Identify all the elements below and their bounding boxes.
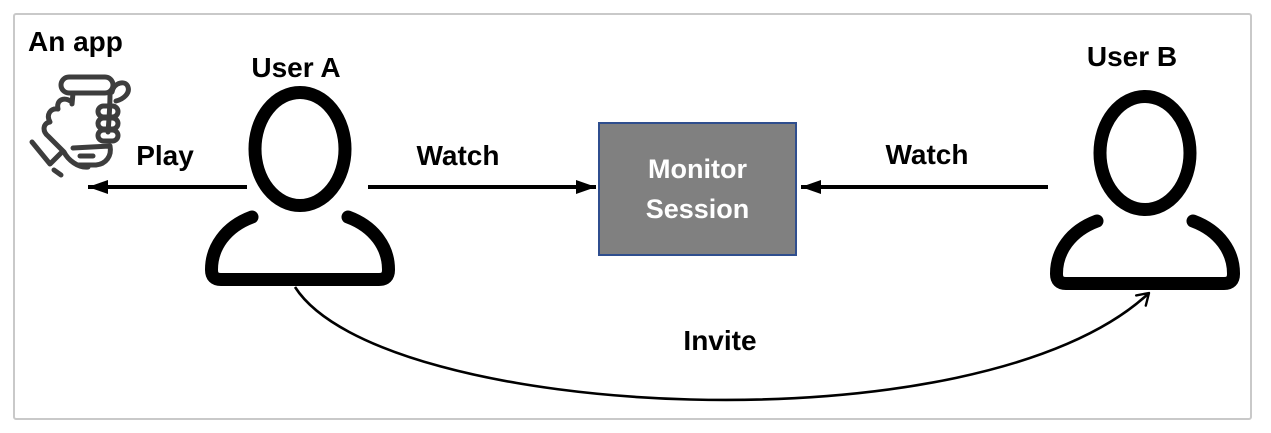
invite-arrow bbox=[293, 286, 1151, 402]
app-label: An app bbox=[28, 26, 123, 57]
monitor-session-line2: Session bbox=[645, 194, 750, 224]
user-b-person-icon bbox=[1050, 90, 1240, 290]
user-b-label: User B bbox=[1086, 41, 1178, 72]
watch-label-right: Watch bbox=[885, 139, 969, 170]
monitor-session-line1: Monitor bbox=[648, 154, 747, 184]
watch-label-left: Watch bbox=[416, 140, 500, 171]
invite-label: Invite bbox=[683, 325, 757, 356]
user-a-label: User A bbox=[251, 52, 341, 83]
hand-holding-phone-icon bbox=[29, 74, 131, 178]
monitor-session-box: Monitor Session bbox=[598, 122, 797, 256]
play-label: Play bbox=[136, 140, 194, 171]
user-a-person-icon bbox=[205, 86, 395, 286]
